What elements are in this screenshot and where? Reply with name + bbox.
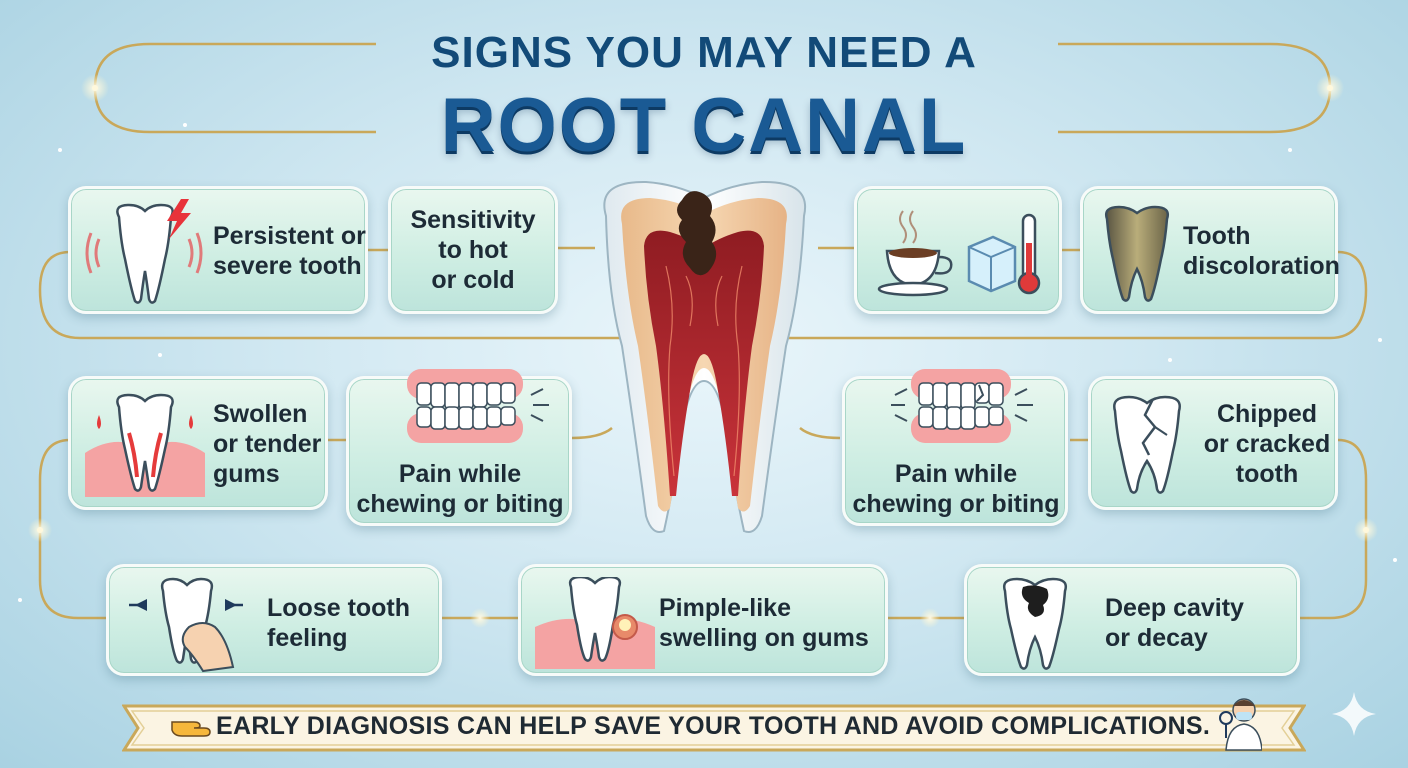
card-chipped: Chipped or cracked tooth	[1088, 376, 1338, 510]
teeth-bite-icon	[407, 369, 549, 443]
card-sensitivity-text: Sensitivity to hot or cold	[410, 206, 536, 294]
card-discoloration-text: Tooth discoloration	[1183, 222, 1340, 280]
card-hot-cold	[854, 186, 1062, 314]
broken-teeth-bite-icon	[891, 369, 1033, 443]
card-chipped-text: Chipped or cracked tooth	[1203, 400, 1331, 488]
gum-pimple-icon	[535, 577, 655, 669]
discolored-tooth-icon	[1105, 205, 1169, 302]
pointing-hand-icon	[171, 721, 211, 737]
card-chewing-left: Pain while chewing or biting	[346, 369, 572, 526]
card-chewing-left-text: Pain while chewing or biting	[356, 460, 564, 518]
card-persistent-pain: Persistent or severe tooth	[68, 186, 368, 314]
footer-text: EARLY DIAGNOSIS CAN HELP SAVE YOUR TOOTH…	[216, 712, 1211, 740]
card-swollen-gums: Swollen or tender gums	[68, 376, 328, 510]
card-pimple: Pimple-like swelling on gums	[518, 564, 888, 676]
card-swollen-gums-text: Swollen or tender gums	[213, 400, 322, 488]
swollen-gum-tooth-icon	[85, 393, 205, 497]
tooth-cross-section-icon	[603, 180, 807, 533]
card-loose: Loose tooth feeling	[106, 564, 442, 676]
card-cavity-text: Deep cavity or decay	[1105, 594, 1244, 652]
title-line-2: ROOT CANAL	[440, 83, 968, 168]
tooth-pain-icon	[85, 199, 203, 304]
loose-tooth-hand-icon	[129, 577, 243, 673]
title-line-1: SIGNS YOU MAY NEED A	[431, 28, 977, 77]
sparkle-icon	[1332, 692, 1376, 736]
card-sensitivity: Sensitivity to hot or cold	[388, 186, 558, 314]
card-cavity: Deep cavity or decay	[964, 564, 1300, 676]
card-pimple-text: Pimple-like swelling on gums	[659, 594, 869, 652]
cracked-tooth-icon	[1113, 395, 1181, 494]
card-loose-text: Loose tooth feeling	[267, 594, 411, 652]
footer-banner	[122, 704, 1306, 752]
cavity-tooth-icon	[1003, 577, 1067, 670]
card-chewing-right-text: Pain while chewing or biting	[852, 460, 1060, 518]
card-chewing-right: Pain while chewing or biting	[842, 369, 1068, 526]
hot-coffee-ice-thermometer-icon	[877, 210, 1041, 297]
card-persistent-pain-text: Persistent or severe tooth	[213, 222, 366, 280]
card-discoloration: Tooth discoloration	[1080, 186, 1340, 314]
dentist-icon	[1219, 698, 1262, 751]
